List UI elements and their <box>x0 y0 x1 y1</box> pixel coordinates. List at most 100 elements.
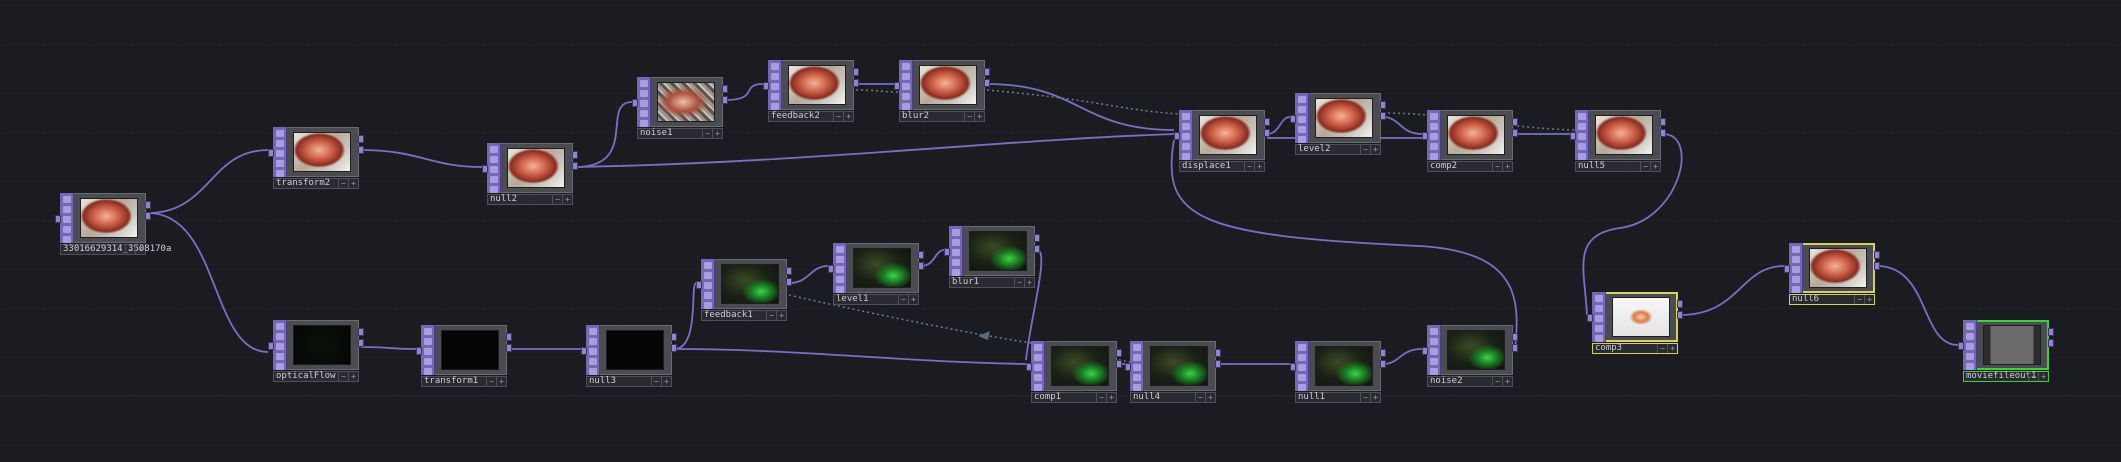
node-noise1[interactable]: noise1−+ <box>632 77 728 139</box>
node-flag-strip[interactable] <box>1427 325 1441 375</box>
lock-flag-icon[interactable] <box>902 83 910 90</box>
input-connector[interactable] <box>1422 132 1428 140</box>
bypass-flag-icon[interactable] <box>1298 106 1306 113</box>
node-label[interactable]: feedback1−+ <box>701 310 787 321</box>
node-null2[interactable]: null2−+ <box>482 143 578 205</box>
display-flag-icon[interactable] <box>704 292 712 299</box>
bypass-flag-icon[interactable] <box>1133 354 1141 361</box>
node-flag-strip[interactable] <box>949 226 963 276</box>
node-flag-strip[interactable] <box>637 77 651 127</box>
input-connector[interactable] <box>1290 363 1296 371</box>
lock-flag-icon[interactable] <box>952 249 960 256</box>
minus-icon[interactable]: − <box>766 311 776 320</box>
display-flag-icon[interactable] <box>902 93 910 100</box>
node-label[interactable]: comp1−+ <box>1031 392 1117 403</box>
render-flag-icon[interactable] <box>490 186 498 193</box>
plus-icon[interactable]: + <box>1650 162 1660 171</box>
display-flag-icon[interactable] <box>424 358 432 365</box>
bypass-flag-icon[interactable] <box>836 256 844 263</box>
input-connector[interactable] <box>268 342 274 350</box>
display-flag-icon[interactable] <box>1034 374 1042 381</box>
node-comp3[interactable]: comp3−+ <box>1587 292 1683 354</box>
output-connectors[interactable] <box>1034 234 1040 256</box>
lock-flag-icon[interactable] <box>704 282 712 289</box>
viewer-flag-icon[interactable] <box>490 146 498 153</box>
minus-icon[interactable]: − <box>1360 145 1370 154</box>
render-flag-icon[interactable] <box>1133 384 1141 391</box>
viewer-flag-icon[interactable] <box>640 80 648 87</box>
output-connector[interactable] <box>358 135 364 143</box>
bypass-flag-icon[interactable] <box>276 140 284 147</box>
input-connector[interactable] <box>1174 132 1180 140</box>
output-connector[interactable] <box>1264 118 1270 126</box>
output-connector[interactable] <box>1874 262 1880 270</box>
viewer-flag-icon[interactable] <box>1595 295 1603 302</box>
wire-displace1-level2[interactable] <box>1266 116 1291 135</box>
node-label[interactable]: level1−+ <box>833 294 919 305</box>
node-moviefilein[interactable]: 33016629314_3508170a−+ <box>55 193 171 255</box>
minus-icon[interactable]: − <box>651 377 661 386</box>
output-connector[interactable] <box>853 68 859 76</box>
minus-icon[interactable]: − <box>1195 393 1205 402</box>
render-flag-icon[interactable] <box>771 103 779 110</box>
render-flag-icon[interactable] <box>63 236 71 243</box>
render-flag-icon[interactable] <box>1298 136 1306 143</box>
viewer-flag-icon[interactable] <box>1298 344 1306 351</box>
render-flag-icon[interactable] <box>589 368 597 375</box>
render-flag-icon[interactable] <box>1430 153 1438 160</box>
plus-icon[interactable]: + <box>1024 278 1034 287</box>
dotted-feedback2-blur2[interactable] <box>855 89 900 93</box>
display-flag-icon[interactable] <box>952 259 960 266</box>
display-flag-icon[interactable] <box>1182 143 1190 150</box>
output-connectors[interactable] <box>853 68 859 90</box>
node-moviefileout1[interactable]: moviefileout1−+ <box>1958 320 2054 382</box>
render-flag-icon[interactable] <box>1182 153 1190 160</box>
render-flag-icon[interactable] <box>1298 384 1306 391</box>
node-flag-strip[interactable] <box>1130 341 1144 391</box>
node-flag-strip[interactable] <box>1575 110 1589 160</box>
plus-icon[interactable]: + <box>843 112 853 121</box>
render-flag-icon[interactable] <box>640 120 648 127</box>
output-connectors[interactable] <box>358 135 364 157</box>
minus-icon[interactable]: − <box>964 112 974 121</box>
minus-icon[interactable]: − <box>1640 162 1650 171</box>
viewer-flag-icon[interactable] <box>836 246 844 253</box>
node-label[interactable]: feedback2−+ <box>768 111 854 122</box>
wire-blur2-displace1[interactable] <box>986 83 1175 131</box>
wire-level1-blur1[interactable] <box>920 249 945 267</box>
input-connector[interactable] <box>763 82 769 90</box>
input-connector[interactable] <box>696 281 702 289</box>
output-connectors[interactable] <box>786 267 792 289</box>
output-connector[interactable] <box>358 146 364 154</box>
render-flag-icon[interactable] <box>424 368 432 375</box>
bypass-flag-icon[interactable] <box>1792 256 1800 263</box>
viewer-flag-icon[interactable] <box>1430 328 1438 335</box>
node-label[interactable]: transform1−+ <box>421 376 507 387</box>
lock-flag-icon[interactable] <box>1034 364 1042 371</box>
output-connectors[interactable] <box>506 333 512 355</box>
plus-icon[interactable]: + <box>1370 393 1380 402</box>
display-flag-icon[interactable] <box>1298 374 1306 381</box>
minus-icon[interactable]: − <box>1360 393 1370 402</box>
display-flag-icon[interactable] <box>1298 126 1306 133</box>
minus-icon[interactable]: − <box>1014 278 1024 287</box>
minus-icon[interactable]: − <box>702 129 712 138</box>
node-null4[interactable]: null4−+ <box>1125 341 1221 403</box>
output-connector[interactable] <box>1677 311 1683 319</box>
bypass-flag-icon[interactable] <box>1430 123 1438 130</box>
minus-icon[interactable]: − <box>552 195 562 204</box>
input-connector[interactable] <box>1570 132 1576 140</box>
plus-icon[interactable]: + <box>562 195 572 204</box>
node-label[interactable]: null1−+ <box>1295 392 1381 403</box>
output-connectors[interactable] <box>1215 349 1221 371</box>
output-connector[interactable] <box>506 344 512 352</box>
plus-icon[interactable]: + <box>496 377 506 386</box>
output-connectors[interactable] <box>1380 349 1386 371</box>
node-comp2[interactable]: comp2−+ <box>1422 110 1518 172</box>
render-flag-icon[interactable] <box>1595 335 1603 342</box>
output-connectors[interactable] <box>1264 118 1270 140</box>
output-connector[interactable] <box>722 85 728 93</box>
plus-icon[interactable]: + <box>1502 377 1512 386</box>
node-comp1[interactable]: comp1−+ <box>1026 341 1122 403</box>
